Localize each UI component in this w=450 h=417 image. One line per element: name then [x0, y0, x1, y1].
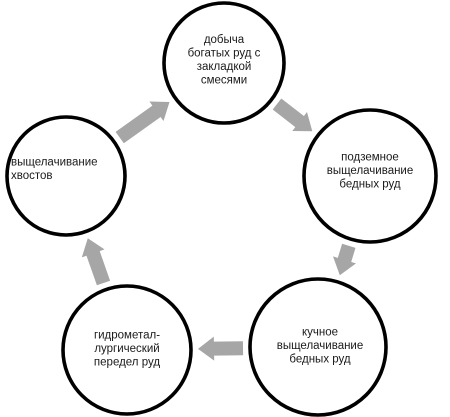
arrow-underground-to-heap — [333, 243, 356, 276]
node-label-line: добыча — [204, 34, 245, 46]
node-label-hydro: гидрометал-лургический передел руд — [94, 330, 160, 369]
node-label-line: лургический — [94, 343, 159, 355]
arrows-layer — [81, 98, 356, 361]
node-label-line: хвостов — [11, 170, 53, 182]
node-label-line: подземное — [341, 152, 399, 164]
node-label-line: кучное — [302, 327, 338, 339]
node-label-line: гидрометал- — [94, 330, 160, 342]
node-label-line: бедных руд — [289, 354, 351, 366]
node-label-tailings: выщелачивание хвостов — [11, 156, 98, 182]
node-tailings: выщелачивание хвостов — [5, 115, 127, 237]
node-label-line: смесями — [201, 74, 247, 86]
arrow-hydro-to-tailings — [81, 238, 111, 286]
node-circle-tailings — [5, 115, 127, 237]
node-label-line: передел руд — [94, 357, 160, 369]
arrow-tailings-to-mining — [115, 101, 170, 144]
node-label-line: выщелачивание — [11, 156, 98, 168]
arrow-heap-to-hydro — [198, 336, 244, 361]
node-circle-heap — [248, 277, 388, 417]
node-hydro: гидрометал-лургический передел руд — [61, 284, 193, 416]
node-circle-mining — [162, 1, 286, 125]
node-circle-hydro — [61, 284, 193, 416]
node-label-line: бедных руд — [339, 179, 401, 191]
node-label-line: закладкой — [197, 61, 252, 73]
node-circle-underground — [302, 108, 438, 244]
node-label-line: выщелачивание — [327, 165, 414, 177]
node-label-line: выщелачивание — [277, 340, 364, 352]
node-label-line: богатых руд с — [188, 47, 261, 59]
arrow-mining-to-underground — [272, 98, 313, 132]
